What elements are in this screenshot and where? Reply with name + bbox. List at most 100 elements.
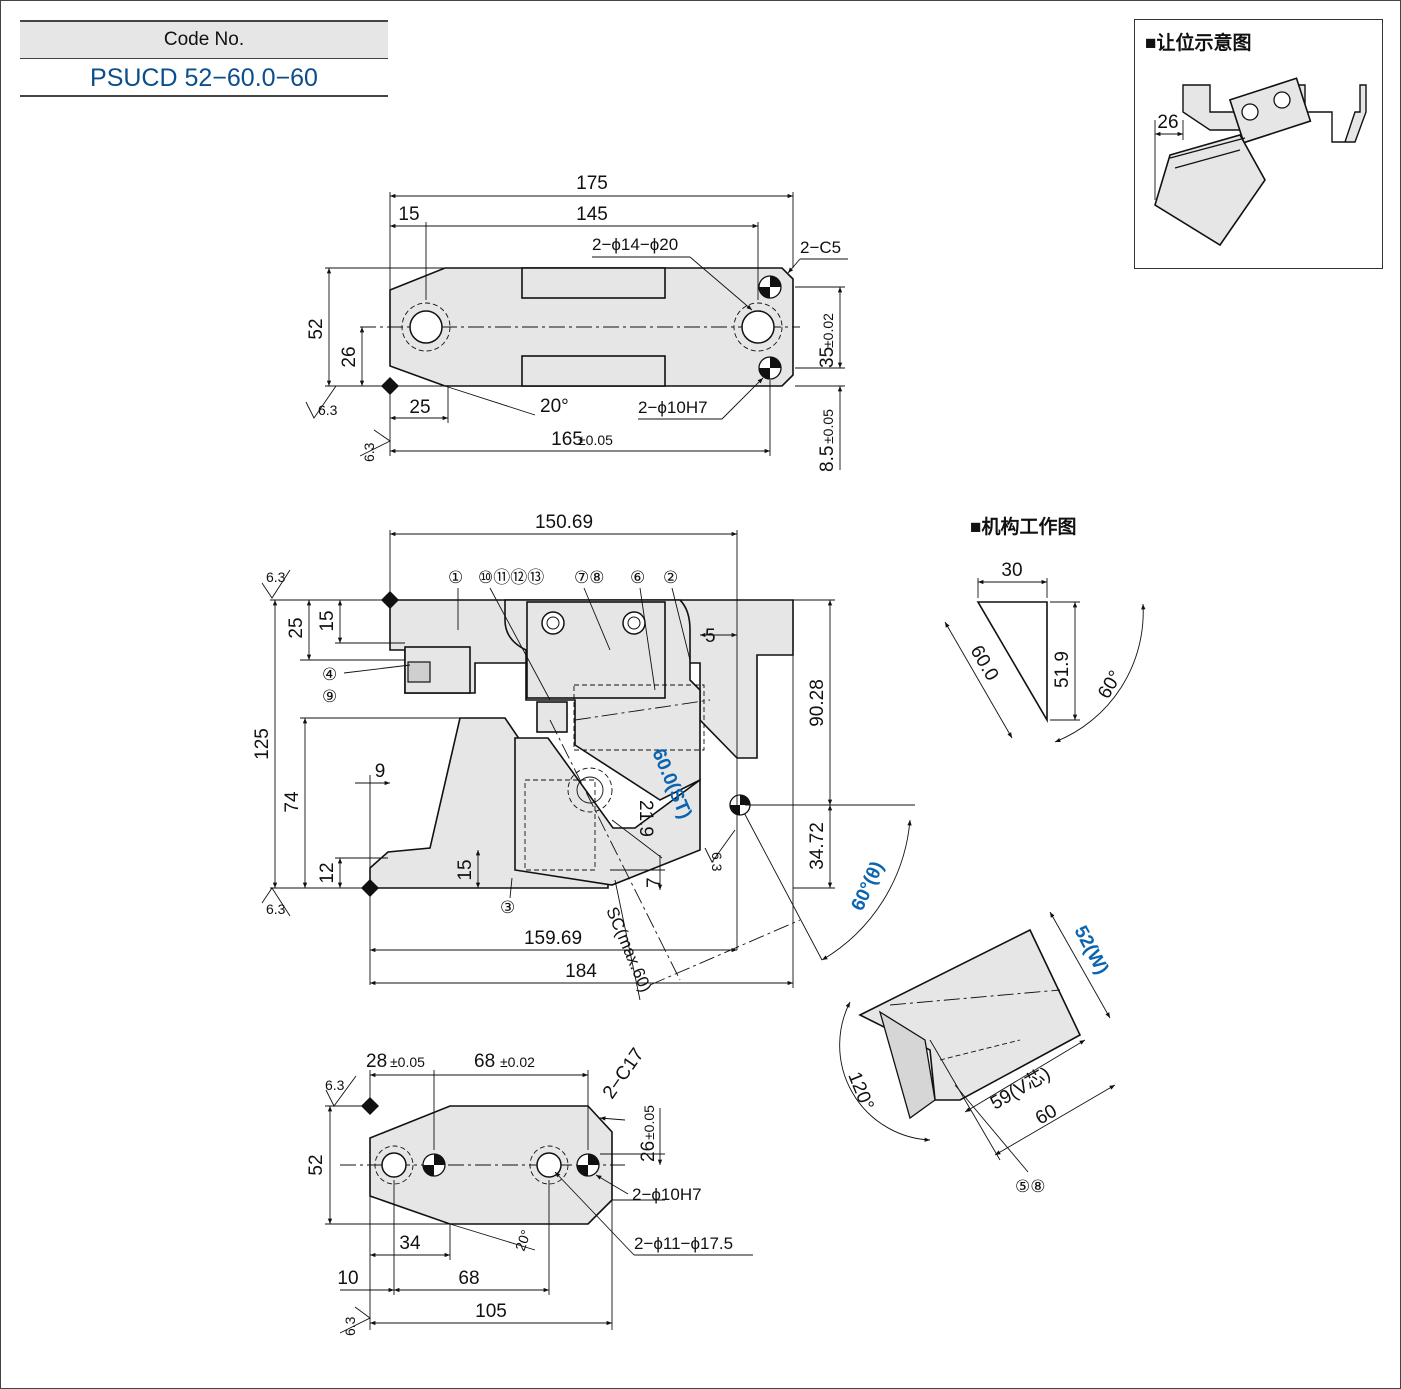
cam-view: 52(W) 59(V芯) 60 120° ⑤⑧ (839, 911, 1116, 1196)
mech-angle-60: 60° (1094, 667, 1127, 702)
front-view: ① ⑩⑪⑫⑬ ⑦⑧ ⑥ ② ④ ⑨ ③ 150.69 125 25 (252, 512, 915, 1001)
dim-125: 125 (252, 728, 273, 760)
cam-callout: ⑤⑧ (1015, 1177, 1045, 1196)
code-label: Code No. (20, 20, 388, 59)
angle-20: 20° (540, 396, 569, 417)
mech-dim-30: 30 (1001, 560, 1022, 581)
dim-68-lower: 68 (458, 1268, 479, 1289)
svg-text:6.3: 6.3 (361, 442, 377, 462)
dim-90.28: 90.28 (807, 679, 828, 727)
code-value: PSUCD 52−60.0−60 (20, 59, 388, 97)
svg-text:6.3: 6.3 (325, 1077, 345, 1093)
dim-26: 26 (339, 346, 360, 367)
mechanism-diagram: 30 60.0 51.9 60° (944, 560, 1146, 743)
dim-15-lower: 15 (455, 859, 476, 880)
dim-165: 165 (551, 429, 583, 450)
dim-52-bottom: 52 (306, 1154, 327, 1175)
top-slot-lower (521, 355, 666, 387)
holes-note: 2−ϕ14−ϕ20 (592, 235, 678, 254)
dim-35: 35 (817, 347, 838, 368)
dim-8.5: 8.5 (817, 446, 838, 472)
roughness-symbol: 6.3 (704, 829, 736, 872)
dim-165-tol: ±0.05 (578, 432, 613, 448)
clearance-dim-26: 26 (1157, 112, 1178, 133)
dim-34: 34 (399, 1233, 421, 1254)
dim-5: 5 (705, 626, 716, 647)
bottom-view: 28 ±0.05 68 ±0.02 2−C17 26 ±0.05 52 2−ϕ1… (306, 1045, 753, 1336)
dim-9: 9 (375, 761, 386, 782)
dim-34.72: 34.72 (807, 822, 828, 870)
dim-7: 7 (644, 877, 665, 888)
pin-note: 2−ϕ10H7 (638, 398, 708, 417)
callout-4: ④ (322, 665, 337, 684)
roughness-symbol: 6.3 (359, 429, 391, 462)
chamfer-c17: 2−C17 (599, 1045, 649, 1103)
pin-hole-symbol (422, 1153, 446, 1177)
clearance-inset: ■让位示意图 (1134, 19, 1383, 269)
dim-25: 25 (409, 397, 430, 418)
part-callouts: ① ⑩⑪⑫⑬ ⑦⑧ ⑥ ② ④ ⑨ ③ (322, 568, 691, 917)
cam-60: 60 (1032, 1101, 1061, 1130)
mech-dim-51.9: 51.9 (1052, 651, 1073, 688)
cam-120: 120° (843, 1069, 877, 1113)
dim-15-front: 15 (317, 610, 338, 631)
roughness-symbol: 6.3 (339, 1306, 371, 1336)
dim-8.5-tol: ±0.05 (820, 409, 836, 444)
counterbore-hole (409, 310, 443, 344)
callout-10-13: ⑩⑪⑫⑬ (478, 568, 544, 587)
pin-hole-symbol (758, 275, 782, 299)
pin-note-bottom: 2−ϕ10H7 (632, 1185, 702, 1204)
callout-6: ⑥ (630, 568, 645, 587)
roughness-symbol: 6.3 (261, 569, 291, 599)
dim-74: 74 (282, 791, 303, 813)
callout-9: ⑨ (322, 687, 337, 706)
svg-text:6.3: 6.3 (342, 1316, 358, 1336)
code-number-box: Code No. PSUCD 52−60.0−60 (20, 20, 388, 97)
dim-25-front: 25 (286, 617, 307, 638)
dim-145: 145 (576, 204, 608, 225)
callout-1: ① (448, 568, 463, 587)
svg-text:6.3: 6.3 (318, 402, 338, 418)
roughness-symbol: 6.3 (261, 887, 291, 917)
svg-text:6.3: 6.3 (709, 852, 725, 872)
counterbore-hole (741, 310, 775, 344)
mechanism-title: ■机构工作图 (970, 517, 1077, 538)
dim-21.9: 21.9 (635, 800, 656, 837)
dim-28-tol: ±0.05 (390, 1054, 425, 1070)
dim-159.69: 159.69 (524, 928, 582, 949)
angle-theta: 60°(θ) (847, 858, 888, 914)
dim-10: 10 (337, 1268, 358, 1289)
dim-26-bottom: 26 (638, 1141, 659, 1162)
dim-35-tol: ±0.02 (820, 313, 836, 348)
dim-184: 184 (565, 961, 597, 982)
dim-12: 12 (317, 862, 338, 883)
svg-text:6.3: 6.3 (266, 901, 286, 917)
pin-hole-symbol (576, 1153, 600, 1177)
dim-15: 15 (398, 204, 419, 225)
cam-w: 52(W) (1070, 922, 1113, 978)
callout-3: ③ (500, 898, 515, 917)
holes-note-bottom: 2−ϕ11−ϕ17.5 (634, 1234, 733, 1253)
dim-52: 52 (306, 318, 327, 339)
roughness-symbol: 6.3 (325, 1075, 357, 1107)
cam-driver (514, 737, 701, 886)
top-view: 175 15 145 2−ϕ14−ϕ20 2−C5 52 26 35 ±0.02… (305, 173, 848, 472)
dim-26-tol: ±0.05 (641, 1105, 657, 1140)
dim-150.69: 150.69 (535, 512, 593, 533)
dim-105: 105 (475, 1301, 507, 1322)
callout-2: ② (663, 568, 678, 587)
mech-dim-60: 60.0 (966, 642, 1003, 685)
angle-20-bottom: 20° (512, 1228, 534, 1253)
clearance-title: ■让位示意图 (1145, 33, 1252, 54)
clearance-diagram: 26 (1154, 77, 1367, 247)
dim-28: 28 (366, 1051, 387, 1072)
chamfer-note: 2−C5 (800, 238, 841, 257)
dim-68-tol: ±0.02 (500, 1054, 535, 1070)
callout-7-8: ⑦⑧ (574, 568, 604, 587)
top-slot-upper (521, 267, 666, 299)
roughness-symbol: 6.3 (305, 385, 338, 419)
svg-text:6.3: 6.3 (266, 569, 286, 585)
guide-pin (536, 701, 568, 733)
dim-68: 68 (474, 1051, 495, 1072)
